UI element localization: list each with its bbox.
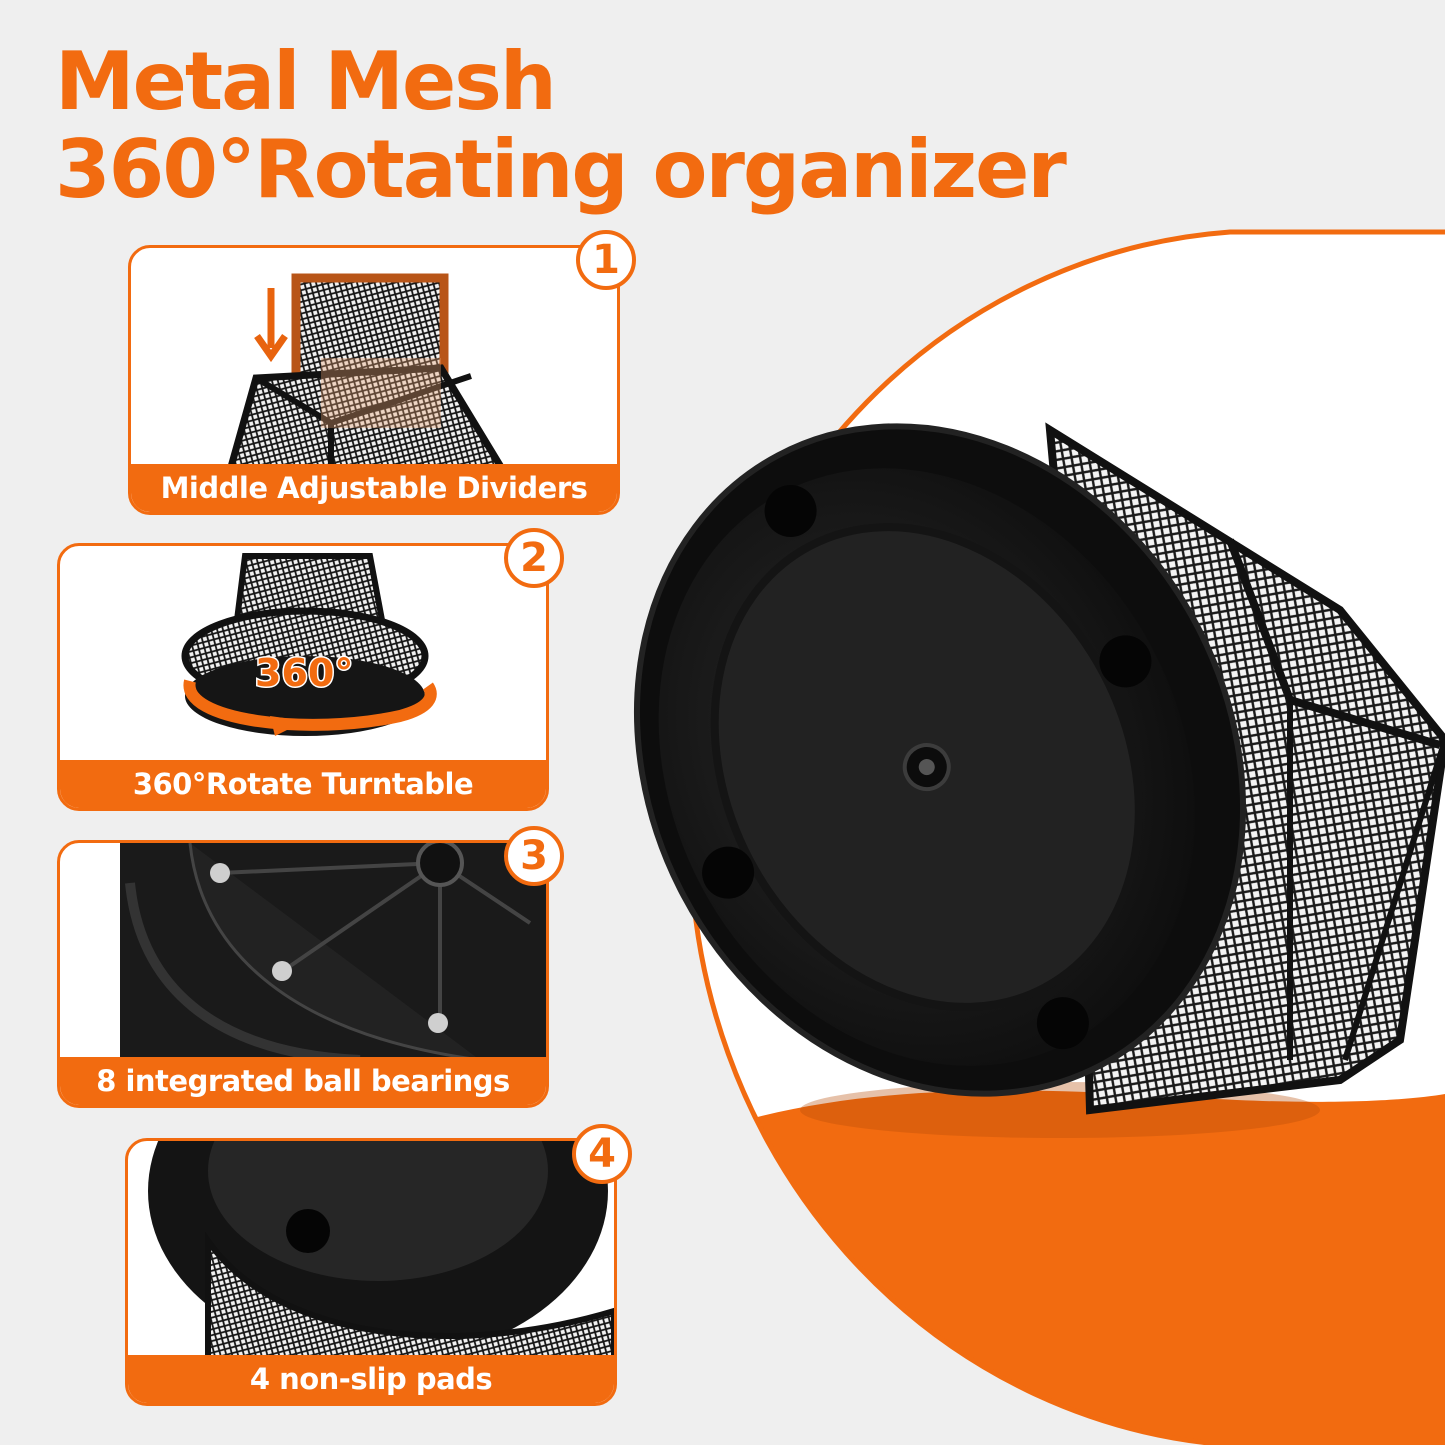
feature-caption-1: Middle Adjustable Dividers (131, 464, 617, 512)
turntable-illustration: 360° (60, 546, 546, 760)
ball-bearing-icon (428, 1013, 448, 1033)
feature-number-4: 4 (572, 1124, 632, 1184)
pads-illustration (128, 1141, 614, 1358)
ball-bearing-icon (210, 863, 230, 883)
rotate-arrow-icon (183, 679, 437, 731)
feature-number-1: 1 (576, 230, 636, 290)
feature-panel-2: 360° 360°Rotate Turntable (57, 543, 549, 811)
turntable-base (634, 423, 1246, 1097)
feature-caption-2: 360°Rotate Turntable (60, 760, 546, 808)
feature-number-2: 2 (504, 528, 564, 588)
rotation-badge: 360° (255, 651, 353, 695)
feature-number-3: 3 (504, 826, 564, 886)
non-slip-pad-icon (286, 1209, 330, 1253)
orange-floor (690, 1090, 1445, 1445)
feature-panel-4: 4 non-slip pads (125, 1138, 617, 1406)
feature-caption-4: 4 non-slip pads (128, 1355, 614, 1403)
feature-panel-1: Middle Adjustable Dividers (128, 245, 620, 515)
down-arrow-icon (254, 288, 288, 363)
bearings-illustration (60, 843, 546, 1060)
feature-panel-3: 8 integrated ball bearings (57, 840, 549, 1108)
headline-line-1: Metal Mesh (55, 35, 557, 128)
headline-line-2: 360°Rotating organizer (55, 123, 1067, 216)
dividers-illustration (131, 248, 617, 467)
feature-caption-3: 8 integrated ball bearings (60, 1057, 546, 1105)
ball-bearing-icon (272, 961, 292, 981)
